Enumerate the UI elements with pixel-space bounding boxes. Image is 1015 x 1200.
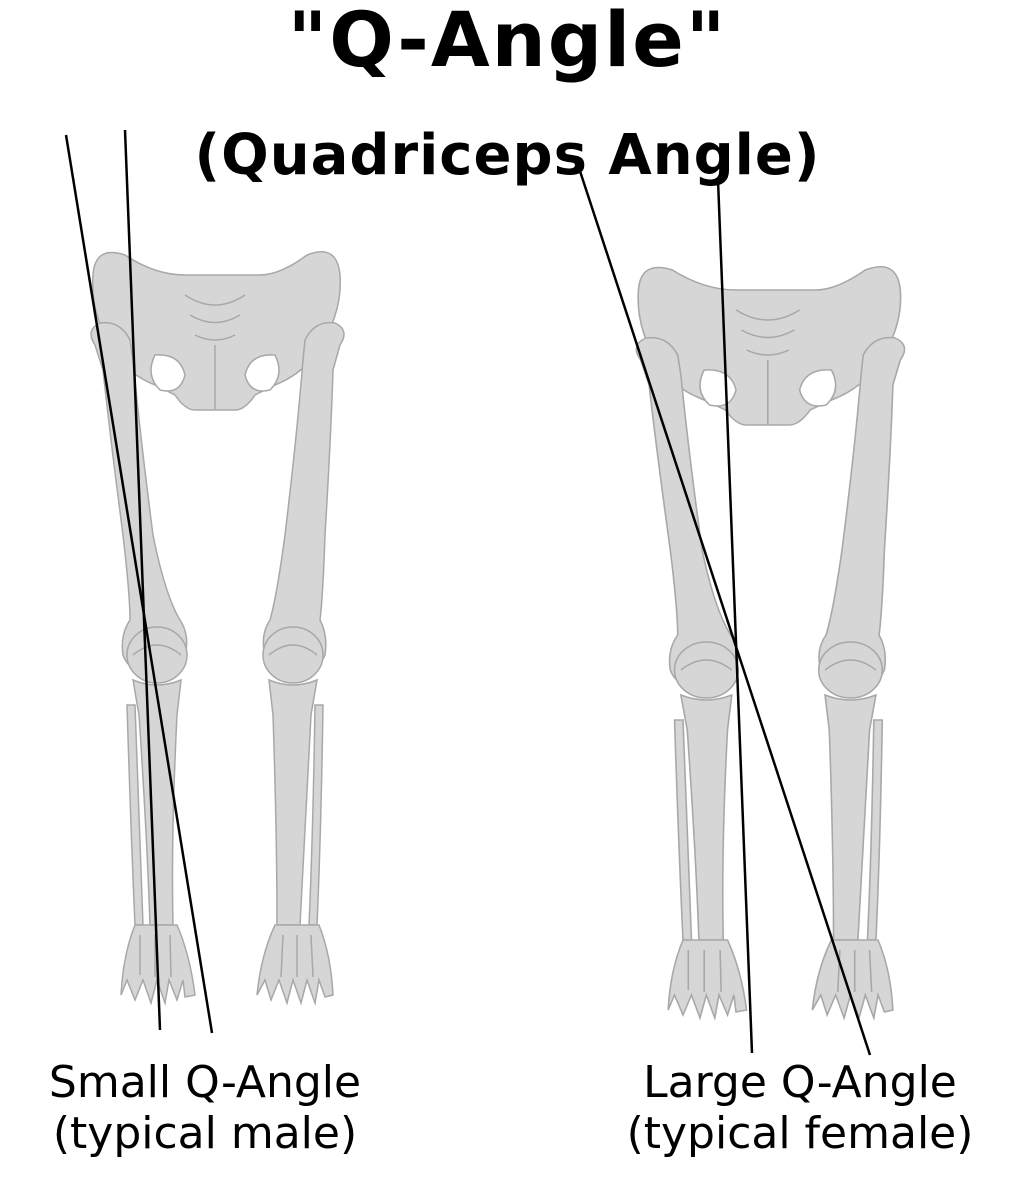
- left-quadriceps-line: [64, 134, 214, 1034]
- left-skeleton: [90, 250, 345, 1004]
- small-q-angle-label: Small Q-Angle: [48, 1057, 362, 1108]
- diagram-title: "Q-Angle": [287, 0, 728, 84]
- right-patellar-tendon-line: [716, 179, 754, 1054]
- right-skeleton: [635, 265, 906, 1019]
- right-quadriceps-line: [576, 164, 872, 1056]
- left-patellar-tendon-line: [123, 129, 162, 1031]
- small-q-angle-caption: Small Q-Angle (typical male): [5, 1057, 405, 1159]
- diagram-subtitle: (Quadriceps Angle): [194, 123, 821, 188]
- large-q-angle-label: Large Q-Angle: [643, 1057, 957, 1108]
- large-q-angle-caption: Large Q-Angle (typical female): [595, 1057, 1005, 1159]
- typical-female-label: (typical female): [626, 1107, 974, 1159]
- typical-male-label: (typical male): [52, 1107, 358, 1159]
